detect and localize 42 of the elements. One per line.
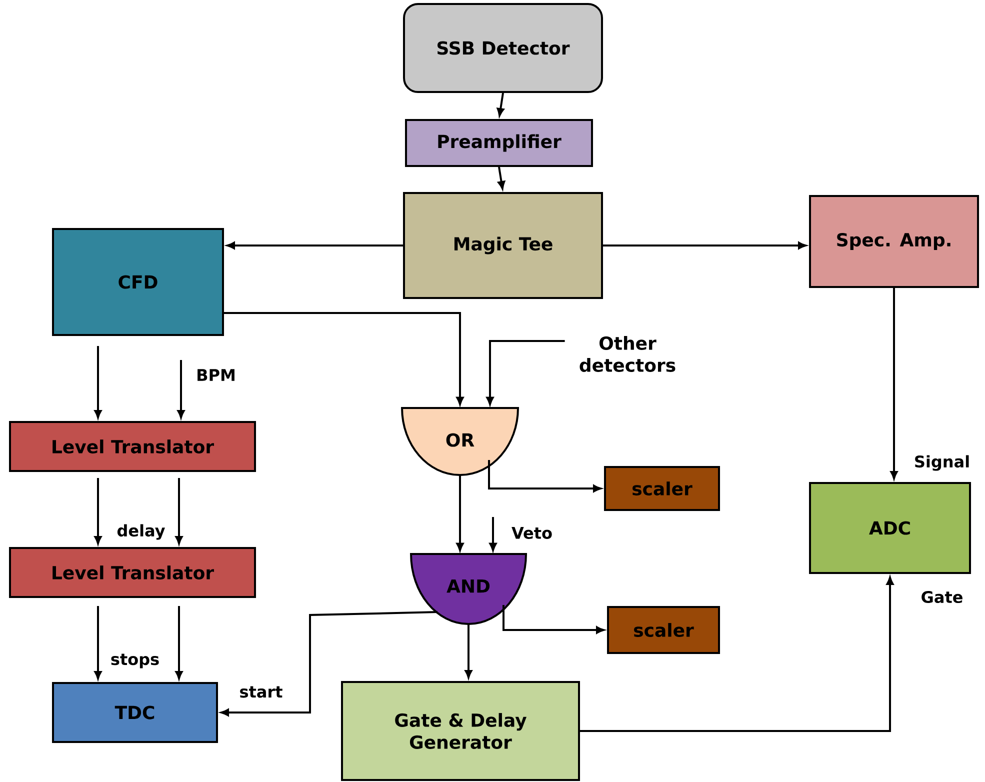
- arrow: [177, 360, 185, 418]
- arrow: [94, 478, 102, 544]
- process-box: Preamplifier: [405, 119, 593, 167]
- arrow: [488, 460, 602, 492]
- logic-gate: AND: [410, 553, 527, 625]
- edge-label: delay: [116, 523, 166, 541]
- logic-gate: OR: [401, 407, 519, 476]
- process-box: ADC: [809, 482, 971, 574]
- arrow: [496, 92, 504, 116]
- process-box: scaler: [604, 466, 720, 511]
- arrow: [498, 166, 506, 190]
- edge-label: BPM: [195, 368, 237, 382]
- edge-label: start: [238, 685, 284, 699]
- arrow: [580, 576, 894, 732]
- arrow: [175, 606, 183, 680]
- arrow: [489, 517, 497, 551]
- process-box: Level Translator: [9, 421, 256, 472]
- process-box: Spec. Amp.: [809, 195, 979, 288]
- arrow: [226, 242, 403, 250]
- arrow: [890, 288, 898, 480]
- arrow: [502, 605, 604, 634]
- arrow: [175, 478, 183, 544]
- edge-label: Gate: [920, 590, 964, 604]
- process-box: Gate & Delay Generator: [341, 681, 580, 781]
- detector-box: SSB Detector: [403, 3, 603, 93]
- process-box: Magic Tee: [403, 192, 603, 299]
- edge-label: stops: [109, 652, 161, 670]
- arrow: [94, 606, 102, 680]
- arrow: [220, 611, 438, 716]
- arrow: [94, 346, 102, 418]
- process-box: TDC: [52, 682, 218, 743]
- arrow: [464, 624, 472, 678]
- arrow: [486, 340, 565, 405]
- arrow: [223, 312, 464, 405]
- process-box: CFD: [52, 228, 224, 336]
- arrow: [603, 242, 806, 250]
- process-box: scaler: [607, 606, 720, 654]
- edge-label: Veto: [510, 526, 554, 540]
- process-box: Level Translator: [9, 547, 256, 598]
- input-label: Other detectors: [580, 336, 676, 372]
- arrow: [456, 475, 464, 551]
- edge-label: Signal: [912, 454, 972, 472]
